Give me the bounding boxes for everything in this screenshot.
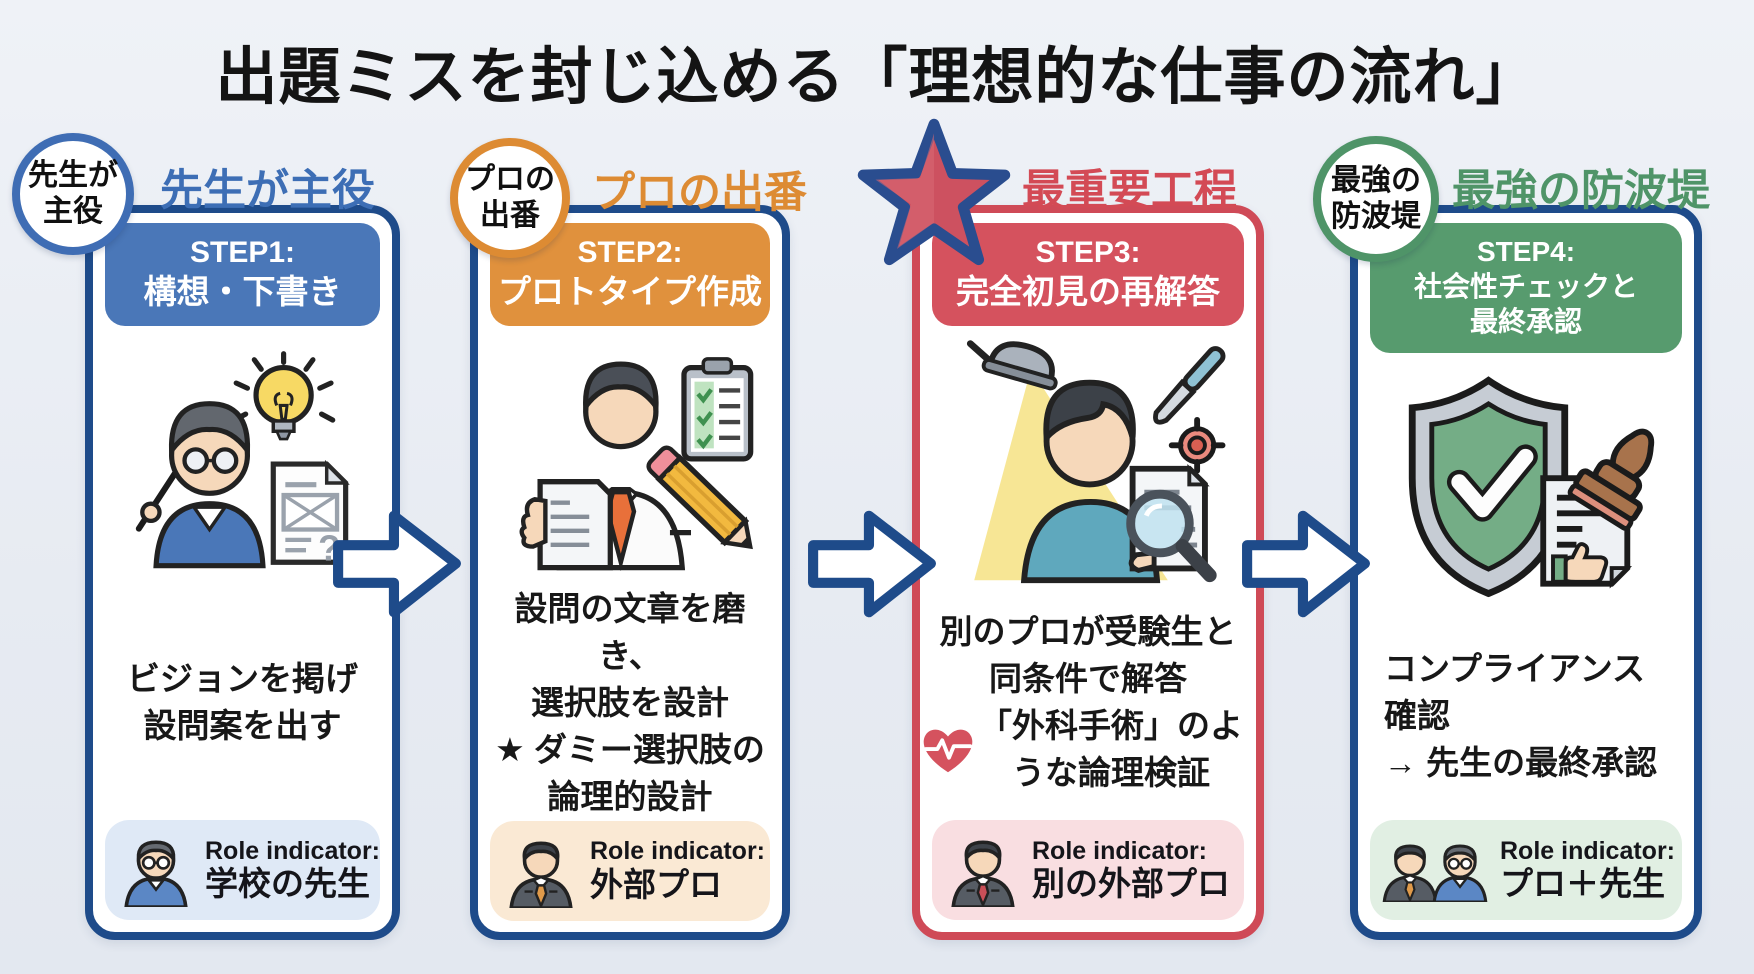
step4-header: STEP4: 社会性チェックと 最終承認 — [1370, 223, 1682, 353]
description-line: 設問案を出す — [143, 707, 342, 745]
step4-title-line1: 社会性チェックと — [1413, 270, 1638, 302]
step2-badge: プロの 出番 — [450, 138, 570, 258]
step1-badge: 先生が 主役 — [12, 133, 134, 255]
scalpel-icon — [1153, 346, 1226, 425]
step1-illustration: ? — [105, 330, 380, 586]
businessman-avatar — [946, 833, 1020, 907]
badge-line: 先生が — [28, 159, 118, 192]
step3-tagline: 最重要工程 — [1022, 167, 1237, 215]
teacher-with-pointer-icon: ? — [136, 351, 351, 569]
professional-writer-icon — [519, 357, 754, 572]
step3-card: STEP3: 完全初見の再解答 — [912, 205, 1264, 940]
heart-pulse-icon — [923, 729, 973, 773]
description-line: コンプライアンス — [1384, 650, 1646, 687]
step1-title: 構想・下書き — [143, 273, 342, 310]
pencil-icon — [646, 445, 754, 550]
step3-illustration — [932, 330, 1244, 586]
badge-line: プロの — [465, 163, 555, 196]
step1-role-indicator: Role indicator: 学校の先生 — [105, 820, 380, 920]
page-title: 出題ミスを封じ込める「理想的な仕事の流れ」 — [215, 43, 1539, 112]
star-icon — [857, 118, 1011, 266]
step1-tagline: 先生が主役 — [160, 167, 375, 215]
spotlight-lamp-icon — [967, 340, 1059, 391]
step4-tagline: 最強の防波堤 — [1452, 167, 1710, 215]
target-icon — [1169, 417, 1226, 474]
step2-illustration — [490, 330, 770, 586]
right-block-arrow-icon — [1242, 510, 1370, 618]
checklist-clipboard-icon — [681, 357, 754, 462]
description-line: 設問の文章を磨き、 — [514, 590, 746, 675]
step2-label: STEP2: — [577, 236, 683, 269]
lightbulb-rays — [232, 351, 336, 423]
description-line: うな論理検証 — [1012, 753, 1210, 791]
role-name: 外部プロ — [590, 865, 722, 903]
right-block-arrow-icon — [333, 510, 461, 618]
lightbulb-icon — [253, 365, 315, 441]
role-name: プロ＋先生 — [1500, 865, 1665, 903]
step3-description: 別のプロが受験生と 同条件で解答 「外科手術」のよ うな論理検証 — [923, 586, 1244, 820]
step1-header: STEP1: 構想・下書き — [105, 223, 380, 327]
role-indicator-label: Role indicator: — [205, 836, 381, 865]
step1-label: STEP1: — [189, 236, 296, 269]
role-name: 別の外部プロ — [1032, 865, 1230, 903]
description-line: 「外科手術」のよ — [979, 707, 1243, 745]
role-indicator-label: Role indicator: — [1032, 836, 1208, 865]
badge-line: 防波堤 — [1331, 200, 1421, 233]
description-line: 別のプロが受験生と — [939, 613, 1237, 651]
step3-title: 完全初見の再解答 — [956, 273, 1220, 310]
magnifier-document-icon — [1126, 464, 1218, 583]
badge-line: 出番 — [480, 199, 540, 232]
step4-badge: 最強の 防波堤 — [1313, 136, 1439, 262]
shield-check-icon — [1409, 375, 1655, 597]
step1-description: ビジョンを掲げ 設問案を出す — [105, 586, 380, 820]
description-line: 論理的設計 — [547, 777, 713, 815]
teacher-avatar — [1432, 844, 1488, 902]
right-block-arrow-icon — [808, 510, 936, 618]
businessman-avatar — [504, 834, 578, 908]
step3-header: STEP3: 完全初見の再解答 — [932, 223, 1244, 327]
step4-label: STEP4: — [1476, 236, 1576, 267]
badge-line: 最強の — [1331, 164, 1421, 197]
description-line: 確認 — [1384, 696, 1450, 734]
description-line: ビジョンを掲げ — [127, 660, 358, 698]
role-indicator-label: Role indicator: — [590, 837, 766, 866]
step4-description: コンプライアンス 確認 → 先生の最終承認 — [1370, 613, 1682, 820]
description-line: → 先生の最終承認 — [1384, 743, 1658, 781]
step4-title-line2: 最終承認 — [1469, 305, 1582, 337]
step2-role-indicator: Role indicator: 外部プロ — [490, 820, 770, 921]
stamp-icon — [1568, 428, 1655, 531]
businessman-avatar — [1382, 844, 1438, 902]
badge-line: 主役 — [43, 195, 103, 228]
role-name: 学校の先生 — [205, 865, 370, 903]
teacher-avatar — [119, 833, 193, 907]
step2-title: プロトタイプ作成 — [498, 273, 762, 310]
description-line: ★ ダミー選択肢の — [495, 730, 765, 768]
document-icon — [519, 479, 614, 571]
step4-role-indicator: Role indicator: プロ＋先生 — [1370, 820, 1682, 920]
step3-role-indicator: Role indicator: 別の外部プロ — [932, 820, 1244, 920]
description-line: 選択肢を設計 — [531, 683, 729, 721]
role-indicator-label: Role indicator: — [1500, 836, 1676, 865]
wireframe-document-icon: ? — [270, 460, 351, 569]
step2-description: 設問の文章を磨き、 選択肢を設計 ★ ダミー選択肢の 論理的設計 — [490, 586, 770, 820]
step4-illustration — [1370, 357, 1682, 613]
step2-card: STEP2: プロトタイプ作成 — [470, 205, 790, 940]
step2-tagline: プロの出番 — [592, 169, 807, 217]
thumbs-up-icon — [1551, 541, 1609, 584]
description-line: 同条件で解答 — [989, 660, 1187, 698]
step3-label: STEP3: — [1035, 236, 1141, 269]
step4-card: STEP4: 社会性チェックと 最終承認 — [1350, 205, 1702, 940]
examinee-icon — [967, 340, 1226, 584]
